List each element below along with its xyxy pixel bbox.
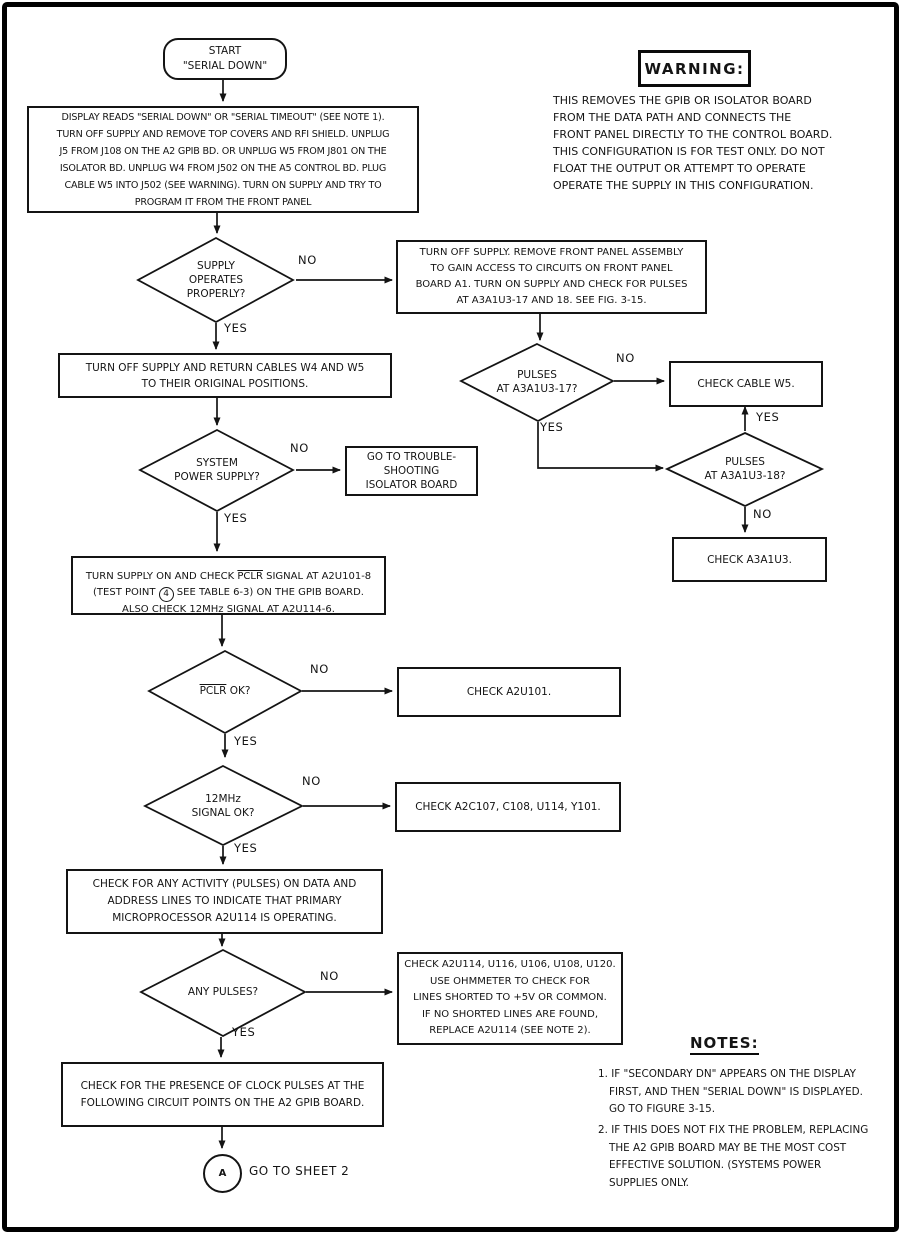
warning-title-box: WARNING: (638, 50, 751, 87)
edge-label-pulses18-yes: YES (756, 410, 780, 424)
diamond-system-power (138, 428, 295, 513)
diamond-pclr-ok (147, 649, 303, 735)
process-check-a2c107-text: CHECK A2C107, C108, U114, Y101. (415, 801, 601, 813)
process-check-a2u101-text: CHECK A2U101. (466, 686, 552, 698)
process-check-clock-text: CHECK FOR THE PRESENCE OF CLOCK PULSES A… (80, 1079, 365, 1109)
edge-label-12mhz-no: NO (302, 774, 321, 788)
arrow-pulses17-yes (537, 422, 664, 472)
turn-supply-on-seg3: SEE TABLE 6-3) ON THE GPIB BOARD. ALSO C… (122, 587, 364, 615)
diamond-pulses-a3a1u3-18 (664, 432, 825, 507)
diamond-pulses-a3a1u3-17 (458, 342, 615, 423)
diamond-label-supply-operates: SUPPLY OPERATES PROPERLY? (186, 260, 246, 300)
test-point-4-circle: 4 (158, 587, 174, 602)
diamond-label-pclr-ok: PCLR OK? (150, 684, 300, 698)
diamond-supply-operates (136, 236, 295, 324)
edge-label-pclr-no: NO (310, 662, 329, 676)
edge-label-anypulses-yes: YES (232, 1025, 256, 1039)
process-remove-front-panel: TURN OFF SUPPLY. REMOVE FRONT PANEL ASSE… (396, 240, 707, 314)
pclr-overline-text: PCLR (237, 571, 263, 582)
edge-label-pulses17-no: NO (616, 351, 635, 365)
process-check-cable-w5: CHECK CABLE W5. (669, 361, 823, 407)
goto-sheet-2-label: GO TO SHEET 2 (249, 1164, 350, 1178)
process-check-a2u114-text: CHECK A2U114, U116, U106, U108, U120. US… (404, 959, 616, 1037)
edge-label-system-yes: YES (224, 511, 248, 525)
diamond-label-pulses-17: PULSES AT A3A1U3-17? (496, 369, 578, 395)
diamond-label-12mhz: 12MHz SIGNAL OK? (191, 793, 255, 819)
note-item-1: 1. IF "SECONDARY DN" APPEARS ON THE DISP… (598, 1068, 863, 1115)
process-remove-front-panel-text: TURN OFF SUPPLY. REMOVE FRONT PANEL ASSE… (415, 247, 688, 306)
edge-label-system-no: NO (290, 441, 309, 455)
edge-label-12mhz-yes: YES (234, 841, 258, 855)
warning-text: THIS REMOVES THE GPIB OR ISOLATOR BOARD … (553, 94, 833, 192)
start-terminal: START "SERIAL DOWN" (163, 38, 287, 80)
diamond-label-system-power: SYSTEM POWER SUPPLY? (174, 457, 260, 483)
diamond-any-pulses (139, 948, 307, 1038)
edge-label-pclr-yes: YES (234, 734, 258, 748)
process-goto-isolator-text: GO TO TROUBLE- SHOOTING ISOLATOR BOARD (365, 451, 458, 491)
turn-supply-on-seg1: TURN SUPPLY ON AND CHECK (85, 571, 238, 582)
process-check-a3a1u3-text: CHECK A3A1U3. (707, 553, 792, 566)
note-item-2: 2. IF THIS DOES NOT FIX THE PROBLEM, REP… (598, 1124, 869, 1189)
turn-supply-on-seg2: SIGNAL AT A2U101-8 (TEST POINT (93, 571, 372, 598)
process-check-cable-w5-text: CHECK CABLE W5. (697, 378, 795, 390)
notes-title: NOTES: (690, 1034, 759, 1055)
process-check-a3a1u3: CHECK A3A1U3. (672, 537, 827, 582)
pclr-ok-rest: OK? (226, 685, 251, 697)
process-turn-supply-on-text: TURN SUPPLY ON AND CHECK PCLR SIGNAL AT … (86, 553, 371, 618)
process-turn-supply-on: TURN SUPPLY ON AND CHECK PCLR SIGNAL AT … (71, 556, 386, 615)
process-return-cables-text: TURN OFF SUPPLY AND RETURN CABLES W4 AND… (85, 361, 365, 390)
edge-label-supply-no: NO (298, 253, 317, 267)
diamond-12mhz-ok (143, 764, 305, 847)
process-check-clock: CHECK FOR THE PRESENCE OF CLOCK PULSES A… (61, 1062, 384, 1127)
process-check-activity-text: CHECK FOR ANY ACTIVITY (PULSES) ON DATA … (92, 878, 357, 924)
edge-label-anypulses-no: NO (320, 969, 339, 983)
diamond-label-pulses-18: PULSES AT A3A1U3-18? (704, 456, 786, 482)
diamond-label-any-pulses: ANY PULSES? (187, 986, 259, 998)
process-return-cables: TURN OFF SUPPLY AND RETURN CABLES W4 AND… (58, 353, 392, 398)
start-terminal-text: START "SERIAL DOWN" (182, 45, 268, 72)
edge-label-pulses18-no: NO (753, 507, 772, 521)
edge-label-supply-yes: YES (224, 321, 248, 335)
pclr-ok-overline: PCLR (199, 685, 227, 697)
connector-a-circle: A (203, 1154, 242, 1193)
process-goto-isolator: GO TO TROUBLE- SHOOTING ISOLATOR BOARD (345, 446, 478, 496)
connector-a-letter: A (218, 1168, 227, 1179)
edge-label-pulses17-yes: YES (540, 420, 564, 434)
process-check-a2c107: CHECK A2C107, C108, U114, Y101. (395, 782, 621, 832)
process-check-activity: CHECK FOR ANY ACTIVITY (PULSES) ON DATA … (66, 869, 383, 934)
process-check-a2u114: CHECK A2U114, U116, U106, U108, U120. US… (397, 952, 623, 1045)
process-display-reads: DISPLAY READS "SERIAL DOWN" OR "SERIAL T… (27, 106, 419, 213)
process-check-a2u101: CHECK A2U101. (397, 667, 621, 717)
process-display-reads-text: DISPLAY READS "SERIAL DOWN" OR "SERIAL T… (56, 111, 390, 208)
